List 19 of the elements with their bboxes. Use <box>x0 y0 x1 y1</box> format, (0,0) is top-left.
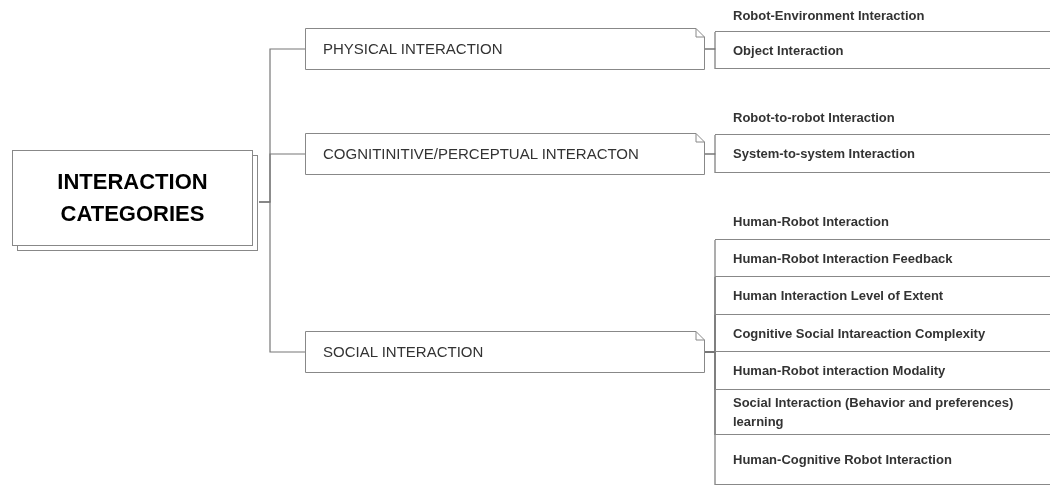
connector-line <box>704 351 716 486</box>
category-box: PHYSICAL INTERACTION <box>305 28 705 70</box>
root-box: INTERACTION CATEGORIES <box>12 150 253 246</box>
category-box: SOCIAL INTERACTION <box>305 331 705 373</box>
subtopic-item: System-to-system Interaction <box>715 135 1050 173</box>
connector-line <box>258 201 306 353</box>
subtopic-item: Object Interaction <box>715 32 1050 69</box>
subtopic-item: Cognitive Social Intareaction Complexity <box>715 315 1050 352</box>
subtopic-item: Human-Robot Interaction <box>715 203 1050 240</box>
subtopic-item: Robot-Environment Interaction <box>715 0 1050 32</box>
subtopic-item: Human Interaction Level of Extent <box>715 277 1050 315</box>
subtopic-item: Human-Cognitive Robot Interaction <box>715 435 1050 485</box>
category-box: COGNITINITIVE/PERCEPTUAL INTERACTON <box>305 133 705 175</box>
subtopic-item: Robot-to-robot Interaction <box>715 100 1050 135</box>
subtopic-item: Social Interaction (Behavior and preferences) learning <box>715 390 1050 435</box>
subtopic-item: Human-Robot Interaction Feedback <box>715 240 1050 277</box>
connector-line <box>704 153 716 174</box>
subtopic-item: Human-Robot interaction Modality <box>715 352 1050 390</box>
connector-line <box>704 48 716 70</box>
